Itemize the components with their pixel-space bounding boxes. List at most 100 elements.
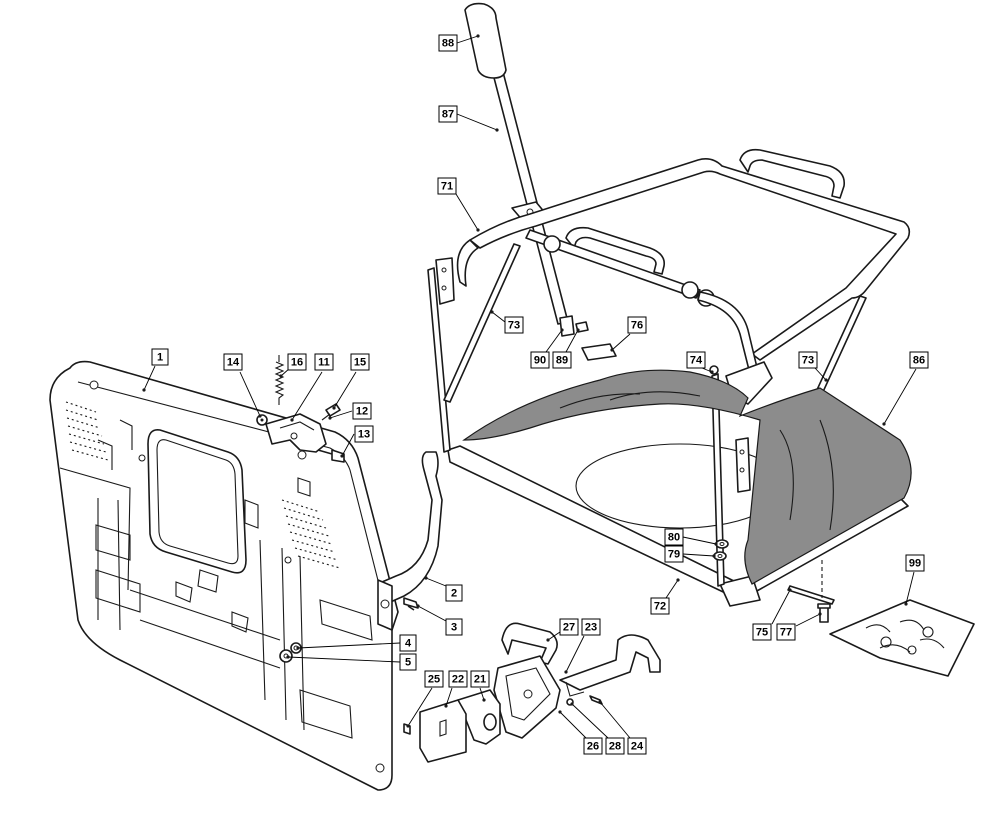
callout-box-86 — [909, 351, 929, 369]
callout-leader-end-76 — [610, 348, 614, 352]
washer-79 — [713, 551, 727, 561]
callout-label-2: 2 — [451, 588, 457, 600]
block-21 — [457, 689, 501, 745]
callout-leader-76 — [611, 333, 631, 351]
callout-leader-end-21 — [482, 698, 486, 702]
callout-leader-75 — [771, 589, 791, 625]
callout-leader-5 — [287, 656, 401, 663]
callout-leader-90 — [545, 329, 563, 353]
rod-75 — [787, 560, 835, 605]
callout-label-74: 74 — [690, 355, 703, 367]
callout-label-12: 12 — [356, 406, 368, 418]
callout-box-90 — [530, 351, 550, 369]
callout-leader-end-71 — [476, 228, 480, 232]
washer-80 — [715, 539, 729, 549]
callout-leader-end-3 — [416, 604, 420, 608]
callout-box-11 — [314, 353, 334, 371]
callout-leader-71 — [455, 193, 479, 231]
callout-leader-end-4 — [296, 646, 300, 650]
callout-leader-86 — [883, 368, 917, 425]
washers-4-5 — [279, 642, 302, 663]
bolt-15 — [321, 403, 341, 421]
callout-leader-end-27 — [546, 638, 550, 642]
callout-label-76: 76 — [631, 320, 643, 332]
latch-clip-27 — [501, 622, 558, 665]
callout-leader-end-99 — [904, 602, 908, 606]
hinge-plate-76 — [581, 343, 617, 361]
callout-label-27: 27 — [563, 622, 575, 634]
callout-leader-end-88 — [476, 34, 480, 38]
vent-grid-right — [281, 499, 341, 569]
callout-leader-4 — [297, 642, 401, 649]
callout-box-79 — [664, 545, 684, 563]
callout-leader-end-80 — [714, 542, 718, 546]
callout-box-72 — [650, 597, 670, 615]
callout-box-15 — [350, 353, 370, 371]
callout-box-73 — [504, 316, 524, 334]
callout-box-22 — [448, 670, 468, 688]
callout-box-5 — [399, 653, 417, 671]
callout-box-75 — [752, 623, 772, 641]
callout-box-87 — [438, 105, 458, 123]
callout-leader-12 — [329, 410, 353, 419]
callout-box-89 — [552, 351, 572, 369]
callout-box-28 — [605, 737, 625, 755]
callout-box-3 — [445, 618, 463, 636]
callout-label-21: 21 — [474, 674, 486, 686]
callout-leader-end-22 — [444, 704, 448, 708]
block-22 — [419, 699, 467, 763]
callout-box-23 — [581, 618, 601, 636]
callout-leader-end-1 — [142, 388, 146, 392]
callout-leader-25 — [407, 687, 433, 727]
callout-leader-end-26 — [558, 710, 562, 714]
callout-box-77 — [776, 623, 796, 641]
callout-label-87: 87 — [442, 109, 454, 121]
callout-box-14 — [223, 353, 243, 371]
callout-label-80: 80 — [668, 532, 680, 544]
callout-label-3: 3 — [451, 622, 457, 634]
callout-leader-end-23 — [564, 670, 568, 674]
callout-label-13: 13 — [358, 429, 370, 441]
callout-label-16: 16 — [291, 357, 303, 369]
callout-leader-end-90 — [560, 328, 564, 332]
callout-leader-80 — [682, 536, 717, 545]
callout-leader-27 — [547, 631, 561, 641]
callout-label-5: 5 — [405, 657, 411, 669]
bag-frame — [427, 148, 911, 607]
callout-leader-end-2 — [424, 576, 428, 580]
callout-leader-end-5 — [286, 655, 290, 659]
callout-box-27 — [559, 618, 579, 636]
callout-leader-end-75 — [788, 588, 792, 592]
callout-box-80 — [664, 528, 684, 546]
callout-box-13 — [354, 425, 374, 443]
callout-leader-end-24 — [598, 700, 602, 704]
callout-label-22: 22 — [452, 674, 464, 686]
catch-23 — [559, 634, 661, 697]
callout-leader-89 — [565, 329, 579, 353]
callout-box-1 — [151, 348, 169, 366]
callout-leader-26 — [559, 711, 587, 739]
callout-leader-77 — [795, 613, 821, 627]
callout-leader-end-73 — [824, 378, 828, 382]
callout-label-99: 99 — [909, 558, 921, 570]
callout-label-86: 86 — [913, 355, 925, 367]
bolt-13 — [317, 449, 345, 463]
callout-leader-end-73 — [490, 310, 494, 314]
callout-leader-72 — [665, 579, 679, 599]
callout-leader-22 — [445, 687, 453, 707]
latch-bracket — [265, 413, 327, 453]
callout-leader-24 — [599, 701, 631, 739]
callout-label-11: 11 — [318, 357, 330, 369]
callout-leader-23 — [565, 635, 585, 673]
callout-box-4 — [399, 634, 417, 652]
callout-box-25 — [424, 670, 444, 688]
callout-leader-74 — [701, 367, 713, 373]
callout-label-1: 1 — [157, 352, 163, 364]
callout-label-89: 89 — [556, 355, 568, 367]
callout-box-74 — [686, 351, 706, 369]
callout-label-71: 71 — [441, 181, 453, 193]
callout-leader-end-28 — [570, 702, 574, 706]
callout-leader-2 — [425, 577, 447, 587]
callout-leader-end-86 — [882, 422, 886, 426]
callout-label-79: 79 — [668, 549, 680, 561]
